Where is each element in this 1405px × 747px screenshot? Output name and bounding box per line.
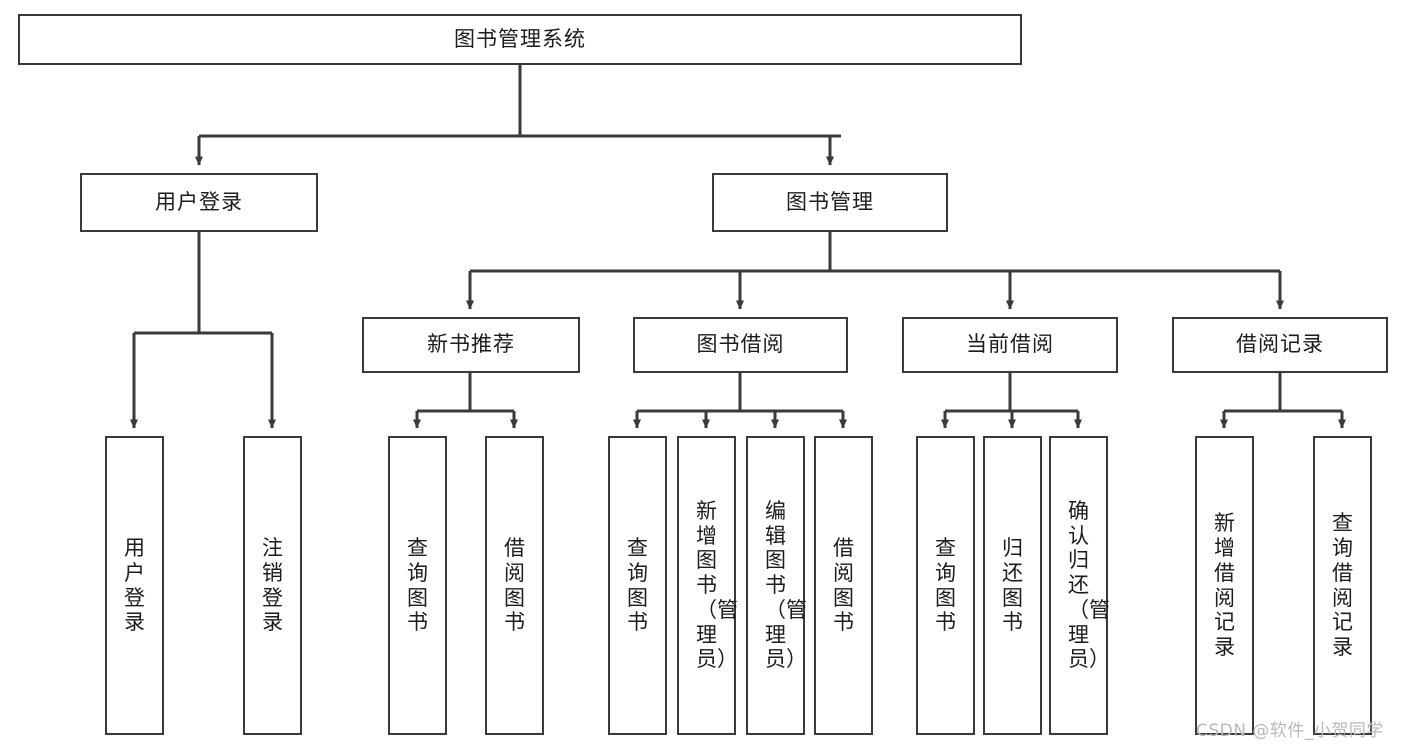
- node-new-book-recommend[interactable]: 新书推荐: [362, 317, 580, 373]
- node-leaf-query-book-current-label: 查询图书: [935, 535, 956, 635]
- node-leaf-add-book-admin-label: 新增图书（管理员）: [696, 498, 738, 672]
- node-leaf-user-login-label: 用户登录: [124, 535, 145, 635]
- node-leaf-edit-book-admin-label: 编辑图书（管理员）: [765, 498, 807, 672]
- node-root-label: 图书管理系统: [454, 26, 586, 51]
- node-user-login-label: 用户登录: [155, 189, 243, 214]
- node-leaf-return-book-label: 归还图书: [1002, 535, 1023, 635]
- node-leaf-add-borrow-record-label: 新增借阅记录: [1214, 511, 1235, 660]
- node-leaf-query-book-recommend-label: 查询图书: [407, 535, 428, 635]
- node-leaf-query-book-recommend[interactable]: 查询图书: [388, 436, 447, 735]
- node-leaf-user-logout-label: 注销登录: [262, 535, 283, 635]
- node-leaf-query-borrow-record-label: 查询借阅记录: [1332, 511, 1353, 660]
- node-leaf-query-book-borrow[interactable]: 查询图书: [608, 436, 667, 735]
- node-leaf-edit-book-admin[interactable]: 编辑图书（管理员）: [746, 436, 807, 735]
- node-leaf-return-book[interactable]: 归还图书: [983, 436, 1042, 735]
- node-leaf-user-login[interactable]: 用户登录: [105, 436, 164, 735]
- node-leaf-query-book-current[interactable]: 查询图书: [916, 436, 975, 735]
- node-leaf-borrow-book-recommend-label: 借阅图书: [504, 535, 525, 635]
- node-new-book-recommend-label: 新书推荐: [427, 332, 515, 357]
- node-borrow-record-label: 借阅记录: [1236, 332, 1324, 357]
- node-root[interactable]: 图书管理系统: [18, 14, 1022, 65]
- node-borrow-record[interactable]: 借阅记录: [1172, 317, 1388, 373]
- node-leaf-confirm-return-admin-label: 确认归还（管理员）: [1068, 498, 1110, 672]
- node-leaf-add-borrow-record[interactable]: 新增借阅记录: [1195, 436, 1254, 735]
- node-leaf-confirm-return-admin[interactable]: 确认归还（管理员）: [1049, 436, 1110, 735]
- node-leaf-query-book-borrow-label: 查询图书: [627, 535, 648, 635]
- node-book-management-label: 图书管理: [786, 189, 874, 214]
- node-leaf-borrow-book[interactable]: 借阅图书: [814, 436, 873, 735]
- node-book-management[interactable]: 图书管理: [712, 173, 948, 232]
- node-current-borrow[interactable]: 当前借阅: [902, 317, 1118, 373]
- node-leaf-user-logout[interactable]: 注销登录: [243, 436, 302, 735]
- node-leaf-borrow-book-label: 借阅图书: [833, 535, 854, 635]
- node-leaf-add-book-admin[interactable]: 新增图书（管理员）: [677, 436, 738, 735]
- node-current-borrow-label: 当前借阅: [966, 332, 1054, 357]
- node-leaf-query-borrow-record[interactable]: 查询借阅记录: [1313, 436, 1372, 735]
- node-book-borrow[interactable]: 图书借阅: [633, 317, 848, 373]
- node-book-borrow-label: 图书借阅: [696, 332, 785, 357]
- node-leaf-borrow-book-recommend[interactable]: 借阅图书: [485, 436, 544, 735]
- node-user-login[interactable]: 用户登录: [80, 173, 318, 232]
